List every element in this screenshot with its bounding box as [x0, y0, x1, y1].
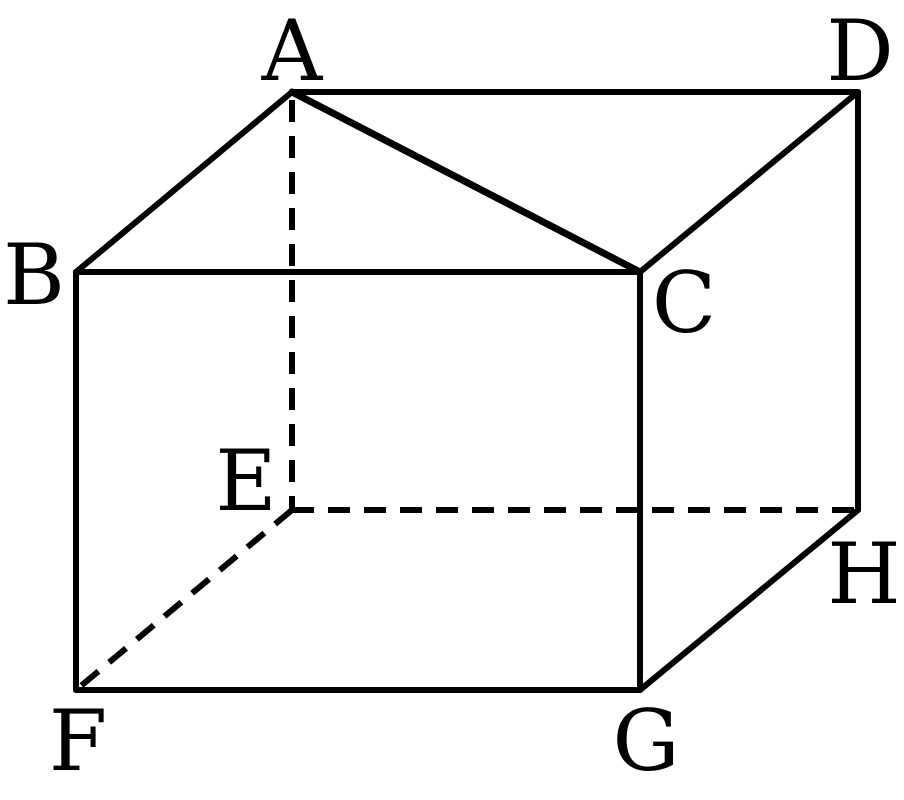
vertex-label-a: A — [261, 2, 324, 100]
vertex-label-b: B — [3, 226, 65, 324]
edge-AC — [288, 88, 644, 276]
vertex-label-c: C — [652, 254, 716, 352]
vertex-label-h: H — [827, 525, 900, 623]
vertex-label-f: F — [49, 692, 107, 790]
edge-GH — [637, 507, 861, 693]
vertex-label-g: G — [612, 692, 679, 790]
vertex-label-d: D — [826, 2, 893, 100]
edge-AB — [73, 89, 295, 275]
edge-EF — [74, 507, 294, 693]
vertex-label-e: E — [215, 432, 276, 530]
edge-CD — [637, 89, 861, 275]
